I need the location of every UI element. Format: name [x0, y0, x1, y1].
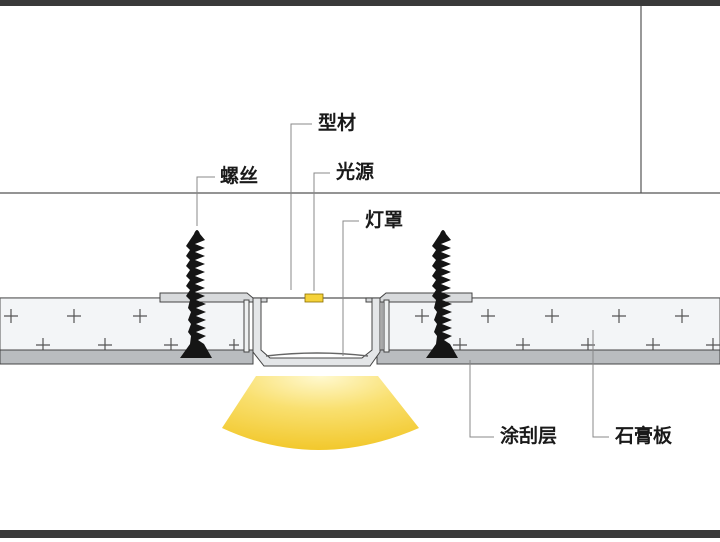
- ceiling-structure: [0, 6, 720, 299]
- label-light-source: 光源: [336, 161, 375, 183]
- lamp-cover: [265, 352, 369, 357]
- profile-flange-right: [365, 292, 473, 303]
- label-screw: 螺丝: [220, 165, 259, 187]
- leader-light-source: [313, 172, 330, 291]
- screw-right-icon: [426, 230, 458, 358]
- label-gypsum-board: 石膏板: [615, 425, 673, 447]
- leader-lines: [196, 123, 609, 438]
- leader-lamp-cover: [342, 220, 359, 356]
- label-coating-layer: 涂刮层: [500, 425, 558, 447]
- leader-coating: [469, 360, 494, 438]
- led-light-source: [304, 293, 324, 303]
- label-lamp-cover: 灯罩: [365, 209, 404, 231]
- light-glow: [222, 376, 419, 450]
- profile-channel: [252, 297, 381, 367]
- gypsum-board-left: [0, 297, 247, 351]
- bottom-frame-bar: [0, 530, 720, 538]
- top-frame-bar: [0, 0, 720, 6]
- leader-gypsum: [592, 330, 609, 438]
- leader-profile: [290, 123, 312, 290]
- screw-left-icon: [180, 230, 212, 358]
- label-profile: 型材: [318, 112, 357, 134]
- leader-screw: [196, 176, 215, 226]
- profile-inner-walls: [243, 299, 390, 353]
- gypsum-board-right: [381, 297, 720, 351]
- coating-layer-left: [0, 349, 254, 365]
- profile-flange: [159, 292, 268, 303]
